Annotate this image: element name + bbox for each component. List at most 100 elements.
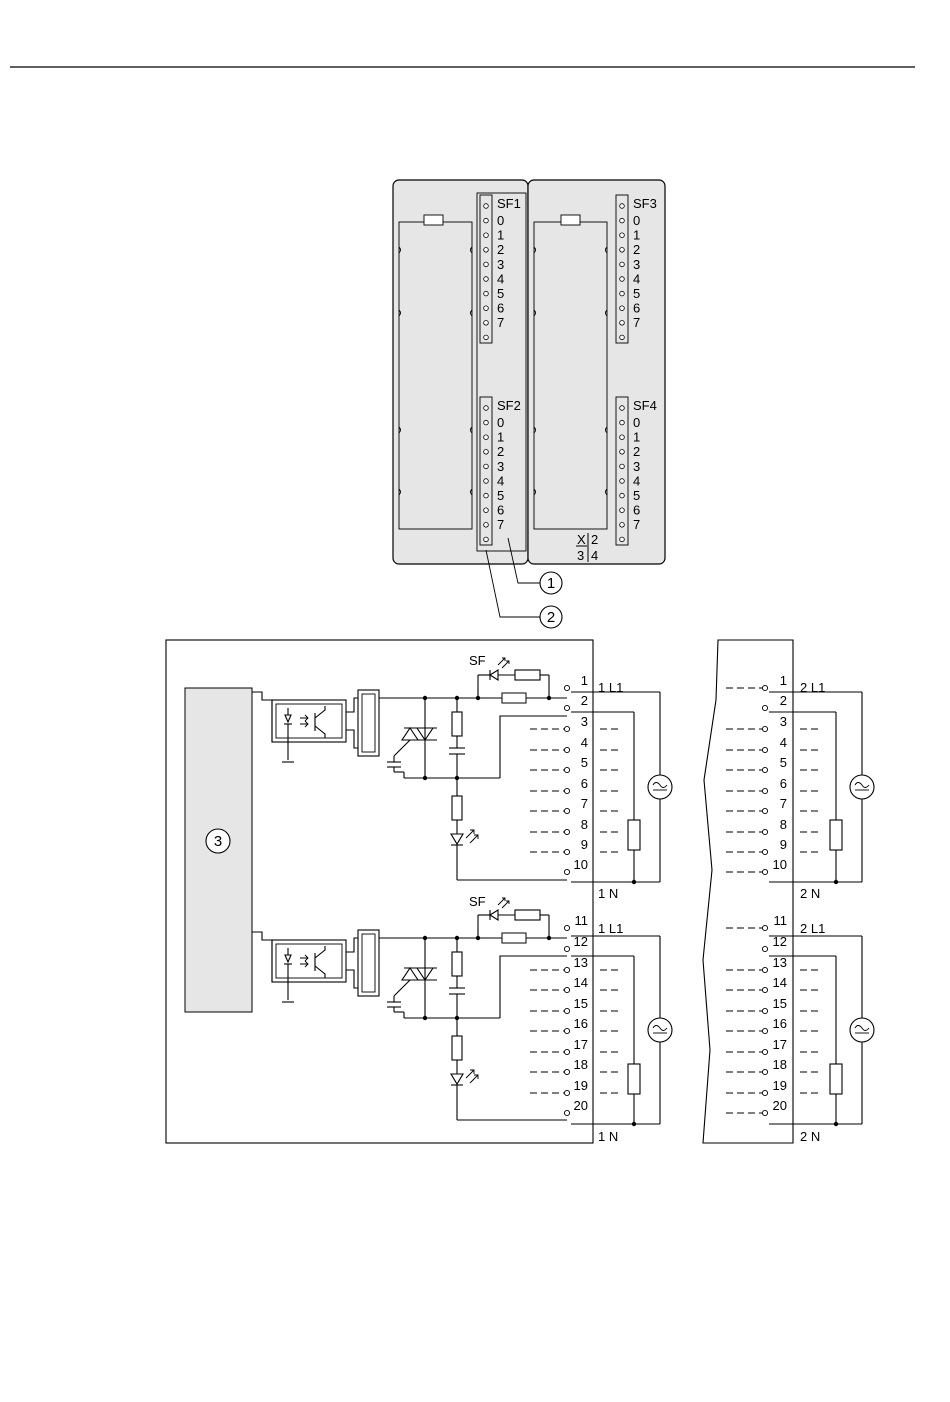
module-right-half bbox=[528, 180, 665, 564]
junction-dot bbox=[476, 696, 480, 700]
ac-source-symbol bbox=[648, 1018, 672, 1042]
channel-label: 4 bbox=[633, 473, 640, 488]
terminal-number: 20 bbox=[773, 1098, 787, 1113]
channel-label: 5 bbox=[497, 286, 504, 301]
sf-resistor bbox=[515, 670, 540, 680]
load-resistor bbox=[830, 1064, 842, 1094]
supply-1l1-top: 1 L1 bbox=[598, 680, 623, 695]
terminal-point bbox=[762, 1028, 767, 1033]
led-dot bbox=[484, 204, 489, 209]
channel-label: 2 bbox=[633, 242, 640, 257]
terminal-number: 19 bbox=[773, 1078, 787, 1093]
snubber-resistor bbox=[452, 952, 462, 976]
terminal-point bbox=[762, 1049, 767, 1054]
led-dot bbox=[484, 537, 489, 542]
terminal-number: 16 bbox=[574, 1016, 588, 1031]
terminal-number: 15 bbox=[773, 996, 787, 1011]
terminal-point bbox=[564, 946, 569, 951]
channel-circuit bbox=[252, 658, 567, 880]
terminal-number: 14 bbox=[773, 975, 787, 990]
terminal-point bbox=[564, 1049, 569, 1054]
terminal-point bbox=[762, 788, 767, 793]
wire bbox=[346, 698, 358, 712]
led-dot bbox=[620, 435, 625, 440]
optocoupler-inner bbox=[276, 944, 342, 978]
junction-dot bbox=[423, 936, 427, 940]
terminal-point bbox=[564, 808, 569, 813]
terminal-point bbox=[564, 849, 569, 854]
led-dot bbox=[484, 291, 489, 296]
terminal-point bbox=[564, 747, 569, 752]
terminal-number: 11 bbox=[575, 913, 589, 928]
junction-dot bbox=[547, 936, 551, 940]
wire bbox=[346, 938, 358, 952]
sf-label-bottom: SF bbox=[469, 894, 486, 909]
led-resistor bbox=[452, 1036, 462, 1060]
terminal-point bbox=[762, 946, 767, 951]
led-dot bbox=[620, 233, 625, 238]
channel-label: 5 bbox=[633, 488, 640, 503]
channel-label: 0 bbox=[497, 415, 504, 430]
junction-dot bbox=[423, 776, 427, 780]
led-dot bbox=[620, 218, 625, 223]
channel-label: 2 bbox=[633, 444, 640, 459]
terminal-number: 3 bbox=[780, 714, 787, 729]
led-dot bbox=[484, 420, 489, 425]
wire bbox=[252, 932, 272, 982]
block-3-label: 3 bbox=[214, 833, 222, 850]
terminal-number: 15 bbox=[574, 996, 588, 1011]
terminal-number: 11 bbox=[774, 913, 788, 928]
terminal-number: 7 bbox=[581, 796, 588, 811]
terminal-point bbox=[762, 726, 767, 731]
junction-dot bbox=[834, 880, 838, 884]
channel-label: 7 bbox=[497, 315, 504, 330]
label-strip-2: 2 bbox=[591, 532, 598, 547]
group-label-sf4: SF4 bbox=[633, 398, 657, 413]
terminal-number: 10 bbox=[773, 857, 787, 872]
opto-led bbox=[285, 715, 291, 722]
supply-2n-bottom: 2 N bbox=[800, 1129, 820, 1144]
terminal-point bbox=[762, 705, 767, 710]
supply-2n-top: 2 N bbox=[800, 886, 820, 901]
terminal-point bbox=[762, 1069, 767, 1074]
callout-2-label: 2 bbox=[547, 609, 555, 626]
terminal-point bbox=[762, 747, 767, 752]
junction-dot bbox=[423, 1016, 427, 1020]
terminal-number: 10 bbox=[574, 857, 588, 872]
led-dot bbox=[484, 493, 489, 498]
terminal-point bbox=[564, 788, 569, 793]
terminal-number: 3 bbox=[581, 714, 588, 729]
optocoupler-box bbox=[272, 700, 346, 742]
channel-label: 0 bbox=[497, 213, 504, 228]
led-dot bbox=[484, 321, 489, 326]
junction-dot bbox=[423, 696, 427, 700]
led-dot bbox=[484, 233, 489, 238]
channel-label: 5 bbox=[497, 488, 504, 503]
channel-label: 2 bbox=[497, 444, 504, 459]
led-dot bbox=[620, 523, 625, 528]
terminal-number: 8 bbox=[780, 817, 787, 832]
triac-upper bbox=[402, 968, 418, 980]
junction-dot bbox=[455, 776, 459, 780]
supply-1l1-bottom: 1 L1 bbox=[598, 921, 623, 936]
terminal-number: 13 bbox=[574, 955, 588, 970]
terminal-number: 1 bbox=[780, 673, 787, 688]
ac-source-symbol bbox=[850, 1018, 874, 1042]
led-dot bbox=[620, 204, 625, 209]
channel-label: 4 bbox=[497, 271, 504, 286]
driver-inner bbox=[362, 934, 375, 992]
wire bbox=[500, 956, 567, 1018]
led-dot bbox=[620, 537, 625, 542]
terminal-point bbox=[564, 1090, 569, 1095]
channel-circuit bbox=[252, 898, 567, 1120]
supply-1n-bottom: 1 N bbox=[598, 1129, 618, 1144]
terminal-number: 19 bbox=[574, 1078, 588, 1093]
terminal-number: 5 bbox=[780, 755, 787, 770]
wire bbox=[315, 946, 325, 958]
channel-label: 0 bbox=[633, 213, 640, 228]
terminal-number: 9 bbox=[581, 837, 588, 852]
terminal-number: 1 bbox=[581, 673, 588, 688]
terminal-number: 16 bbox=[773, 1016, 787, 1031]
wire bbox=[500, 716, 567, 778]
terminal-number: 17 bbox=[574, 1037, 588, 1052]
